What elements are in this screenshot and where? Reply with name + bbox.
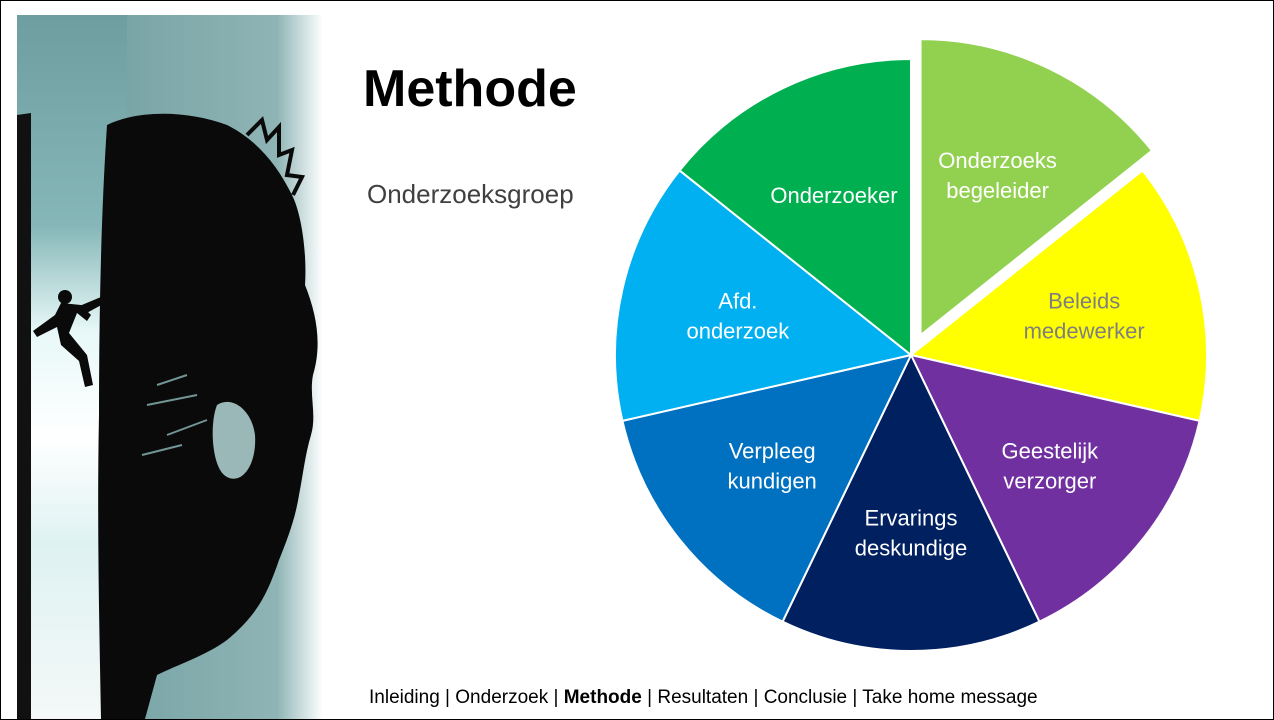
breadcrumb-nav: Inleiding | Onderzoek | Methode | Result… [369,687,1038,709]
pie-label-3-0: Ervarings [865,506,958,531]
pie-slice-3 [781,352,1041,652]
climber-silhouette-illustration [17,15,323,719]
pie-label-1-0: Beleids [1048,288,1120,313]
pie-label-5-0: Afd. [718,288,757,313]
pie-label-0-1: begeleider [946,178,1049,203]
nav-separator: | [439,687,456,708]
nav-separator: | [748,687,764,708]
pie-label-2-0: Geestelijk [1002,439,1100,464]
pie-label-5-1: onderzoek [686,318,790,343]
pie-label-2-1: verzorger [1003,469,1096,494]
page-title: Methode [363,60,577,118]
pie-slice-1 [908,169,1208,423]
pie-slice-0 [919,38,1154,338]
nav-separator: | [548,687,564,708]
subtitle: Onderzoeksgroep [367,179,574,209]
pie-label-4-0: Verpleeg [729,439,816,464]
pie-label-1-1: medewerker [1024,318,1145,343]
nav-item-inleiding[interactable]: Inleiding [369,687,440,708]
nav-separator: | [847,687,863,708]
pie-slice-4 [621,353,913,624]
pie-label-0-0: Onderzoeks [938,148,1057,173]
pie-slice-6 [678,57,912,358]
nav-item-take-home-message[interactable]: Take home message [862,687,1038,708]
nav-item-onderzoek[interactable]: Onderzoek [455,687,549,708]
nav-separator: | [641,687,658,708]
pie-slice-5 [614,169,914,423]
pie-label-4-1: kundigen [727,469,816,494]
pie-slice-2 [909,353,1201,624]
pie-label-6-0: Onderzoeker [770,183,897,208]
nav-item-resultaten[interactable]: Resultaten [657,687,749,708]
pie-label-3-1: deskundige [855,536,968,561]
nav-item-methode[interactable]: Methode [563,687,642,708]
nav-item-conclusie[interactable]: Conclusie [763,687,848,708]
